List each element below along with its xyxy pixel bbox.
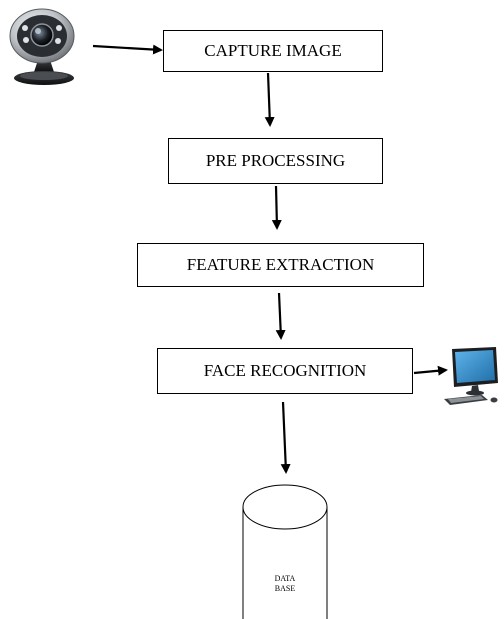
arrow-feature-extraction-to-face-recognition [275, 292, 286, 340]
arrow-pre-processing-to-feature-extraction [271, 185, 282, 230]
database-label-line2: BASE [274, 584, 296, 593]
webcam-icon [9, 8, 75, 85]
computer-icon [444, 347, 498, 405]
arrow-webcam-to-capture [92, 44, 163, 55]
arrow-face-recognition-to-computer [413, 365, 448, 376]
face-recognition-box: FACE RECOGNITION [157, 348, 413, 394]
arrow-face-recognition-to-database [280, 401, 291, 474]
capture-image-box: CAPTURE IMAGE [163, 30, 383, 72]
pre-processing-box: PRE PROCESSING [168, 138, 383, 184]
feature-extraction-box: FEATURE EXTRACTION [137, 243, 424, 287]
arrow-capture-to-pre-processing [264, 72, 275, 127]
database-label-line1: DATA [274, 574, 296, 583]
database-cylinder [242, 484, 328, 619]
